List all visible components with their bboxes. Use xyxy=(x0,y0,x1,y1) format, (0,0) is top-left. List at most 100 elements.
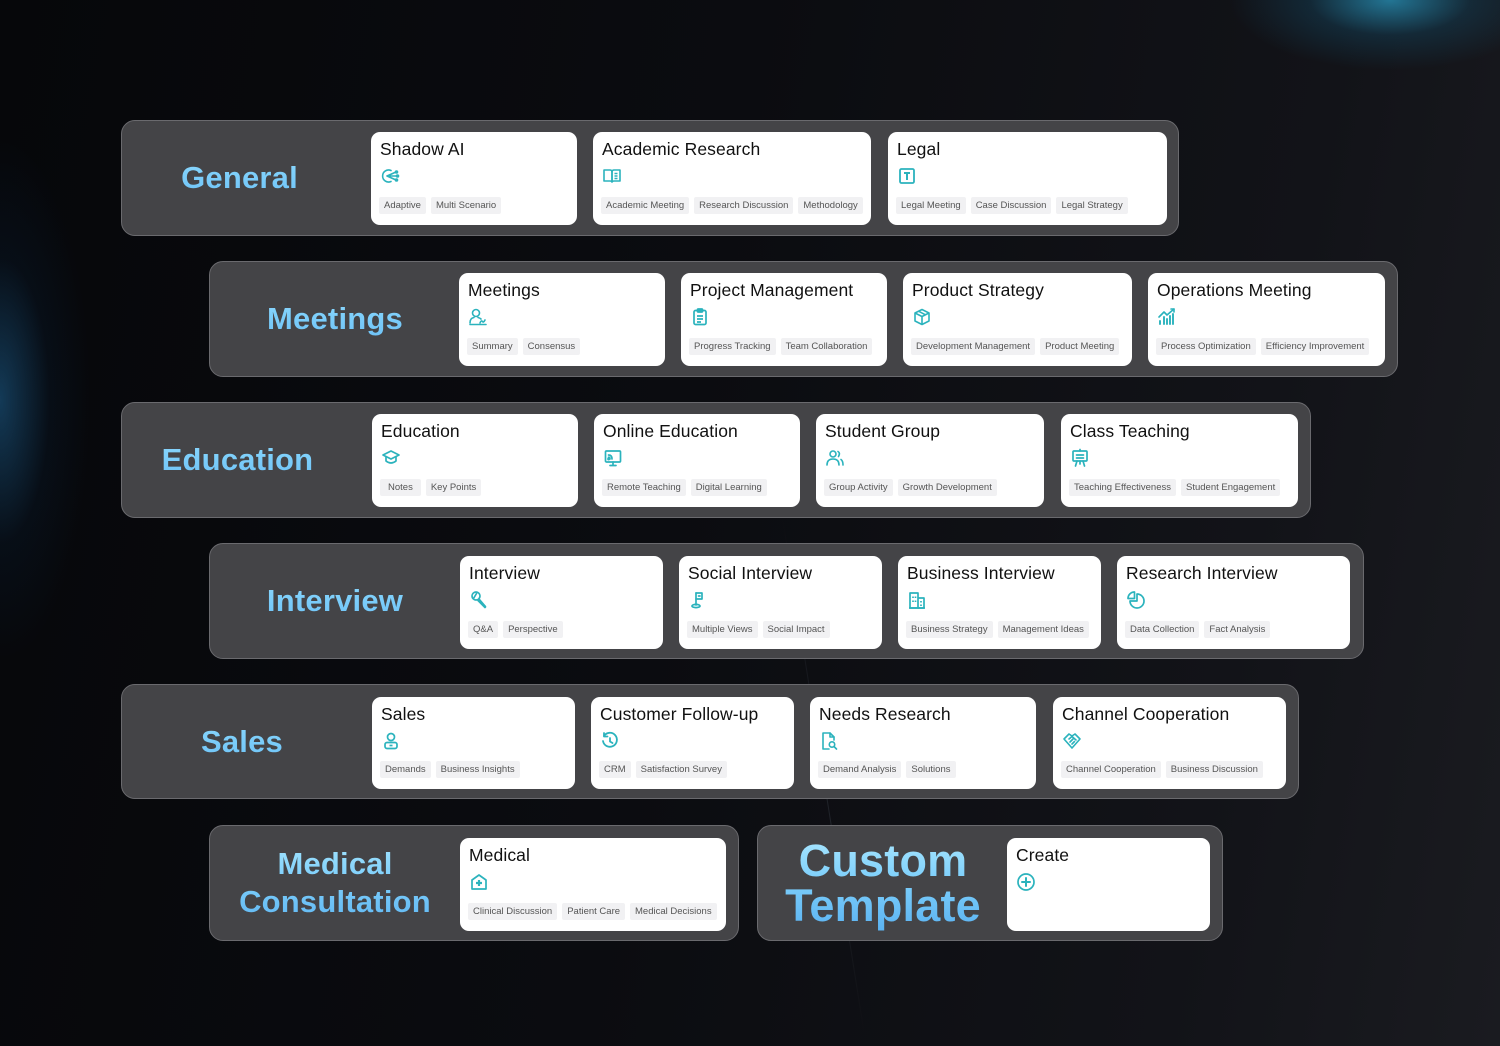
category-title: Meetings xyxy=(210,262,460,376)
category-title: Custom Template xyxy=(758,826,1008,940)
category-title-line: Medical xyxy=(277,846,393,882)
template-card-research-interview[interactable]: Research Interview Data Collection Fact … xyxy=(1117,556,1350,649)
template-card-online-education[interactable]: Online Education Remote Teaching Digital… xyxy=(594,414,800,507)
template-card-customer-follow-up[interactable]: Customer Follow-up CRM Satisfaction Surv… xyxy=(591,697,794,789)
template-title: Class Teaching xyxy=(1070,421,1190,441)
legal-text-icon xyxy=(897,166,917,186)
tag: Student Engagement xyxy=(1181,478,1281,496)
tag-list: Teaching Effectiveness Student Engagemen… xyxy=(1069,478,1281,496)
template-card-needs-research[interactable]: Needs Research Demand Analysis Solutions xyxy=(810,697,1036,789)
template-card-business-interview[interactable]: Business Interview Business Strategy Man… xyxy=(898,556,1101,649)
tag-list: Notes Key Points xyxy=(380,478,482,496)
create-template-button[interactable]: Create xyxy=(1007,838,1210,931)
document-search-icon xyxy=(819,731,839,751)
template-card-product-strategy[interactable]: Product Strategy Development Management … xyxy=(903,273,1132,366)
template-title: Legal xyxy=(897,139,941,159)
template-title: Research Interview xyxy=(1126,563,1278,583)
users-icon xyxy=(825,448,845,468)
tag-list: Group Activity Growth Development xyxy=(824,478,997,496)
tag: Demand Analysis xyxy=(818,760,902,778)
tag: Multi Scenario xyxy=(430,196,502,214)
tag: Consensus xyxy=(522,337,581,355)
tag-list: Data Collection Fact Analysis xyxy=(1125,620,1271,638)
tag: Social Impact xyxy=(762,620,830,638)
template-title: Customer Follow-up xyxy=(600,704,759,724)
template-card-class-teaching[interactable]: Class Teaching Teaching Effectiveness St… xyxy=(1061,414,1298,507)
tag: Satisfaction Survey xyxy=(635,760,727,778)
cast-screen-icon xyxy=(603,448,623,468)
tag-list: Demands Business Insights xyxy=(380,760,520,778)
template-title: Sales xyxy=(381,704,426,724)
plus-circle-icon xyxy=(1016,872,1036,892)
tag: Business Discussion xyxy=(1165,760,1263,778)
template-card-legal[interactable]: Legal Legal Meeting Case Discussion Lega… xyxy=(888,132,1167,225)
tag-list: CRM Satisfaction Survey xyxy=(599,760,727,778)
open-book-icon xyxy=(602,166,622,186)
category-panel-sales: Sales Sales Demands Business Insights Cu… xyxy=(121,684,1299,799)
tag-list: Demand Analysis Solutions xyxy=(818,760,956,778)
person-signature-icon xyxy=(468,307,488,327)
pie-chart-icon xyxy=(1126,590,1146,610)
microphone-icon xyxy=(469,590,489,610)
category-title-line: Custom xyxy=(798,835,968,886)
template-card-shadow-ai[interactable]: Shadow AI Adaptive Multi Scenario xyxy=(371,132,577,225)
tag: Remote Teaching xyxy=(602,478,686,496)
template-title: Shadow AI xyxy=(380,139,465,159)
category-title-line: Template xyxy=(785,880,981,931)
trend-chart-icon xyxy=(1157,307,1177,327)
template-title: Create xyxy=(1016,845,1070,865)
tag-list: Clinical Discussion Patient Care Medical… xyxy=(468,902,717,920)
template-card-medical[interactable]: Medical Clinical Discussion Patient Care… xyxy=(460,838,726,931)
tag: Channel Cooperation xyxy=(1061,760,1161,778)
template-title: Social Interview xyxy=(688,563,813,583)
tag-list: Adaptive Multi Scenario xyxy=(379,196,502,214)
tag-list: Process Optimization Efficiency Improvem… xyxy=(1156,337,1370,355)
template-card-education[interactable]: Education Notes Key Points xyxy=(372,414,578,507)
salesperson-icon xyxy=(381,731,401,751)
template-card-student-group[interactable]: Student Group Group Activity Growth Deve… xyxy=(816,414,1044,507)
category-panel-medical-consultation: Medical Consultation Medical Clinical Di… xyxy=(209,825,739,941)
ai-network-icon xyxy=(380,166,400,186)
tag: Teaching Effectiveness xyxy=(1069,478,1176,496)
template-title: Meetings xyxy=(468,280,540,300)
template-card-operations-meeting[interactable]: Operations Meeting Process Optimization … xyxy=(1148,273,1385,366)
template-title: Project Management xyxy=(690,280,854,300)
template-title: Operations Meeting xyxy=(1157,280,1312,300)
template-card-project-management[interactable]: Project Management Progress Tracking Tea… xyxy=(681,273,887,366)
category-title: General xyxy=(122,121,357,235)
tag-list: Business Strategy Management Ideas xyxy=(906,620,1089,638)
tag: Methodology xyxy=(798,196,863,214)
template-card-interview[interactable]: Interview Q&A Perspective xyxy=(460,556,663,649)
category-panel-general: General Shadow AI Adaptive Multi Scenari… xyxy=(121,120,1179,236)
tag: Research Discussion xyxy=(694,196,794,214)
template-card-channel-cooperation[interactable]: Channel Cooperation Channel Cooperation … xyxy=(1053,697,1286,789)
tag-list: Channel Cooperation Business Discussion xyxy=(1061,760,1263,778)
template-card-meetings[interactable]: Meetings Summary Consensus xyxy=(459,273,665,366)
tag-list: Academic Meeting Research Discussion Met… xyxy=(601,196,863,214)
tag: Business Insights xyxy=(435,760,520,778)
graduation-cap-icon xyxy=(381,448,401,468)
category-panel-interview: Interview Interview Q&A Perspective Soci… xyxy=(209,543,1364,659)
template-title: Academic Research xyxy=(602,139,761,159)
category-panel-education: Education Education Notes Key Points Onl… xyxy=(121,402,1311,518)
template-title: Student Group xyxy=(825,421,941,441)
template-card-social-interview[interactable]: Social Interview Multiple Views Social I… xyxy=(679,556,882,649)
clipboard-icon xyxy=(690,307,710,327)
category-panel-custom-template: Custom Template Create xyxy=(757,825,1223,941)
tag-list: Development Management Product Meeting xyxy=(911,337,1120,355)
tag: Notes xyxy=(380,478,421,496)
template-title: Online Education xyxy=(603,421,738,441)
category-title: Medical Consultation xyxy=(210,826,460,940)
tag: Data Collection xyxy=(1125,620,1200,638)
category-title: Sales xyxy=(122,685,362,798)
tag: Development Management xyxy=(911,337,1036,355)
tag: Product Meeting xyxy=(1040,337,1120,355)
template-card-academic-research[interactable]: Academic Research Academic Meeting Resea… xyxy=(593,132,871,225)
tag: CRM xyxy=(599,760,631,778)
template-card-sales[interactable]: Sales Demands Business Insights xyxy=(372,697,575,789)
template-title: Interview xyxy=(469,563,540,583)
tag: Patient Care xyxy=(562,902,626,920)
tag: Legal Strategy xyxy=(1056,196,1128,214)
tag: Medical Decisions xyxy=(630,902,717,920)
cube-icon xyxy=(912,307,932,327)
